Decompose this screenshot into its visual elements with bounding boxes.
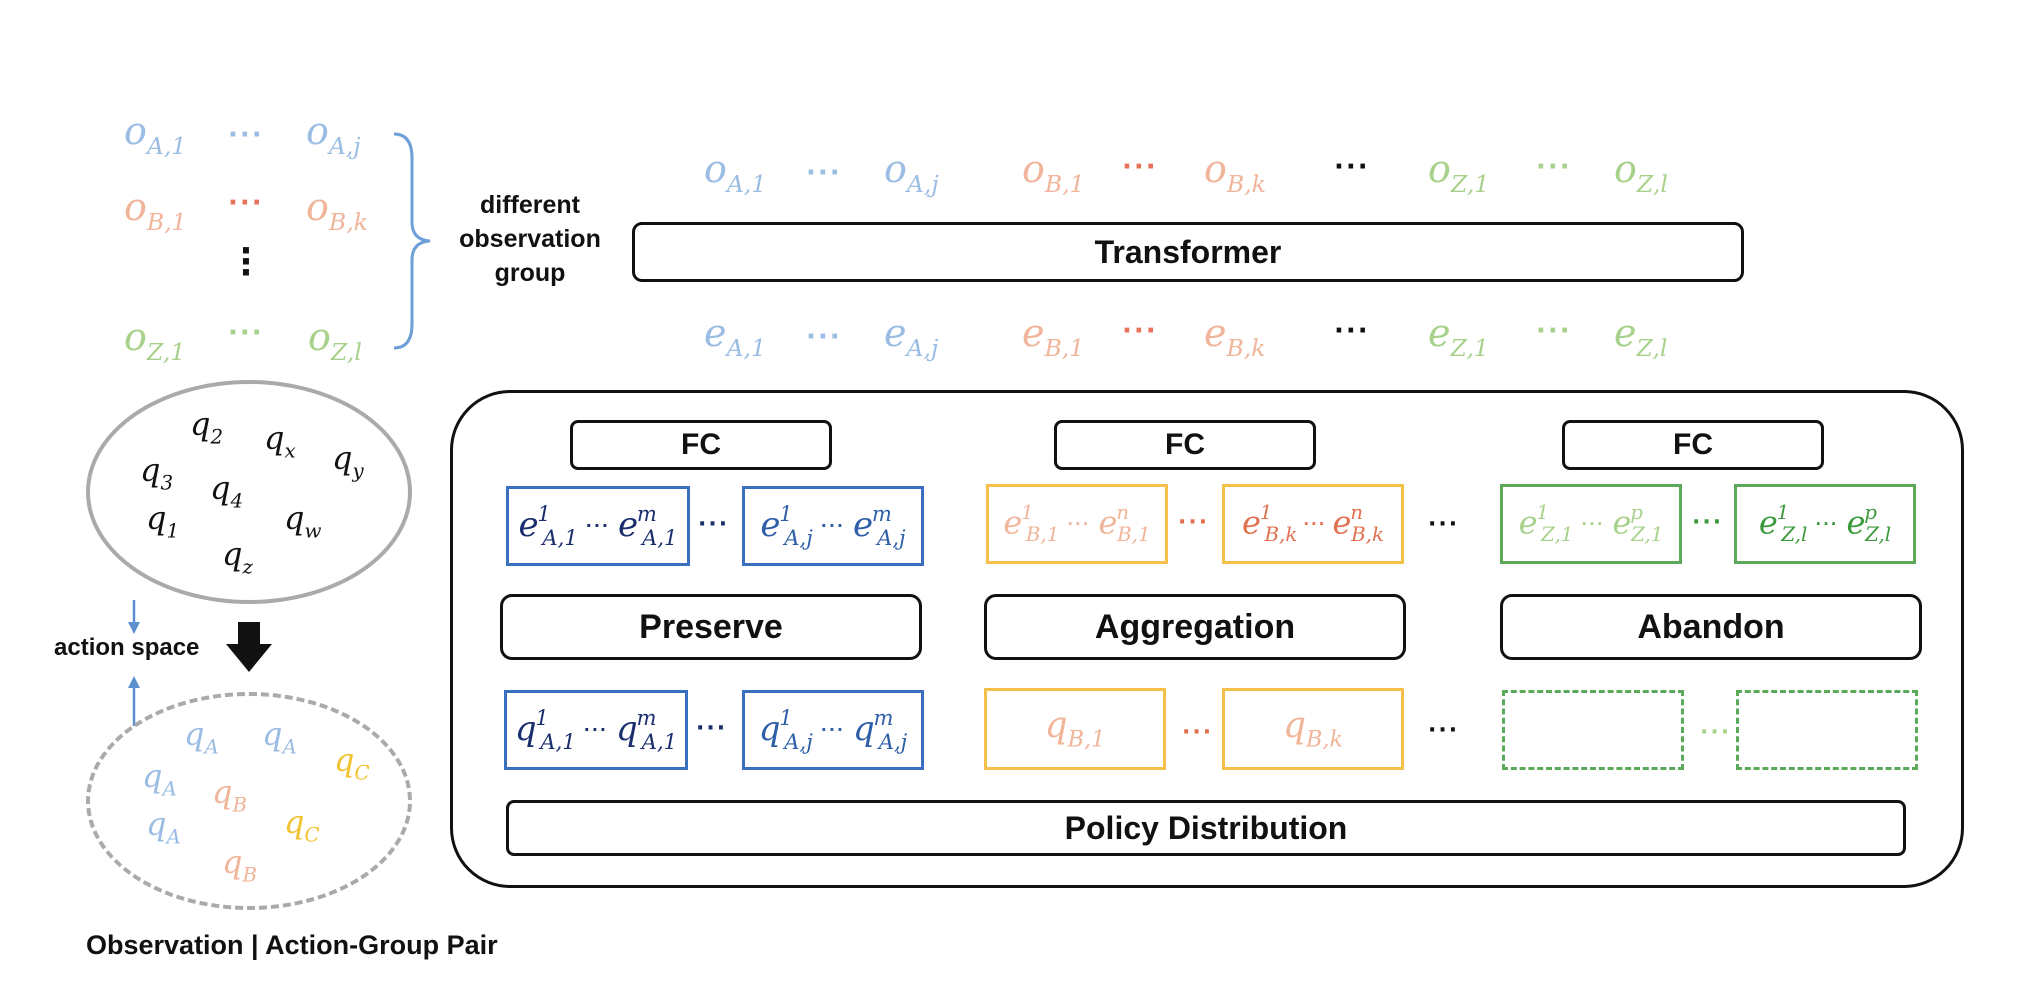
emb-A-last: eA,j: [884, 311, 939, 362]
fc-box-Z: FC: [1562, 420, 1824, 470]
abandon-box: Abandon: [1500, 594, 1922, 660]
emb-Z-last: eZ,l: [1614, 311, 1668, 362]
action-qz: qz: [222, 535, 253, 579]
output-box-Bk: qB,k: [1222, 688, 1404, 770]
left-obs-B-first: oB,1: [124, 185, 187, 236]
observation-group-brace: [393, 132, 431, 350]
group-qA-4: qA: [146, 805, 181, 849]
output-box-A1: q1A,1 ··· qmA,1: [504, 690, 688, 770]
feature-A-separator: ···: [698, 512, 730, 537]
action-space-ellipse: [86, 380, 412, 604]
action-qw: qw: [284, 499, 322, 543]
action-group-ellipse: [86, 692, 412, 910]
left-obs-A-first: oA,1: [124, 109, 187, 160]
feature-box-Z1: e1Z,1 ··· epZ,1: [1500, 484, 1682, 564]
left-obs-A-last: oA,j: [306, 109, 361, 160]
left-obs-Z-first: oZ,1: [124, 315, 186, 366]
left-obs-Z-last: oZ,l: [308, 315, 362, 366]
group-qA-2: qA: [262, 715, 297, 759]
top-obs-A-first: oA,1: [704, 147, 767, 198]
left-obs-B-ellipsis: ···: [228, 188, 264, 218]
feature-B-separator: ···: [1178, 510, 1210, 535]
feature-box-Zl: e1Z,l ··· epZ,l: [1734, 484, 1916, 564]
brace-label: different observation group: [459, 191, 601, 287]
top-obs-B-ellipsis: ···: [1122, 152, 1158, 182]
output-A-separator: ···: [696, 716, 728, 741]
output-B-separator: ···: [1182, 720, 1214, 745]
feature-box-Bk: e1B,k ··· enB,k: [1222, 484, 1404, 564]
processing-container: [450, 390, 1964, 888]
emb-B-first: eB,1: [1022, 311, 1085, 362]
action-qx: qx: [264, 419, 296, 463]
left-obs-A-ellipsis: ···: [228, 120, 264, 150]
top-obs-Z-first: oZ,1: [1428, 147, 1490, 198]
emb-group-ellipsis: ···: [1334, 316, 1370, 346]
action-q1: q1: [146, 499, 180, 543]
top-obs-B-last: oB,k: [1204, 147, 1266, 198]
output-Z-separator: ···: [1700, 720, 1732, 745]
fc-box-A: FC: [570, 420, 832, 470]
feature-box-Aj: e1A,j ··· emA,j: [742, 486, 924, 566]
group-qB-1: qB: [212, 773, 248, 817]
fc-box-B: FC: [1054, 420, 1316, 470]
emb-Z-ellipsis: ···: [1536, 316, 1572, 346]
output-box-B1: qB,1: [984, 688, 1166, 770]
emb-Z-first: eZ,1: [1428, 311, 1489, 362]
left-obs-Z-ellipsis: ···: [228, 318, 264, 348]
output-box-Zl-empty: [1736, 690, 1918, 770]
feature-Z-separator: ···: [1692, 510, 1724, 535]
group-qC-1: qC: [334, 741, 370, 785]
action-space-arrows: [128, 600, 140, 726]
emb-A-ellipsis: ···: [806, 322, 842, 352]
output-box-Z1-empty: [1502, 690, 1684, 770]
action-q3: q3: [140, 451, 174, 495]
aggregation-box: Aggregation: [984, 594, 1406, 660]
left-obs-B-last: oB,k: [306, 185, 368, 236]
group-qA-1: qA: [184, 715, 219, 759]
output-group-separator: ···: [1428, 718, 1460, 743]
feature-group-separator: ···: [1428, 512, 1460, 537]
output-box-Aj: q1A,j ··· qmA,j: [742, 690, 924, 770]
left-obs-vertical-ellipsis: ···: [239, 231, 253, 293]
transformer-box: Transformer: [632, 222, 1744, 282]
top-obs-Z-ellipsis: ···: [1536, 152, 1572, 182]
group-qA-3: qA: [142, 757, 177, 801]
emb-B-ellipsis: ···: [1122, 316, 1158, 346]
policy-distribution-box: Policy Distribution: [506, 800, 1906, 856]
top-obs-A-ellipsis: ···: [806, 158, 842, 188]
top-obs-group-ellipsis: ···: [1334, 152, 1370, 182]
preserve-box: Preserve: [500, 594, 922, 660]
action-space-label: action space: [54, 634, 200, 661]
emb-B-last: eB,k: [1204, 311, 1266, 362]
action-q4: q4: [210, 469, 244, 513]
top-obs-B-first: oB,1: [1022, 147, 1085, 198]
feature-box-B1: e1B,1 ··· enB,1: [986, 484, 1168, 564]
feature-box-A1: e1A,1 ··· emA,1: [506, 486, 690, 566]
action-q2: q2: [190, 405, 224, 449]
top-obs-A-last: oA,j: [884, 147, 939, 198]
group-qB-2: qB: [222, 843, 258, 887]
emb-A-first: eA,1: [704, 311, 766, 362]
group-qC-2: qC: [284, 803, 320, 847]
top-obs-Z-last: oZ,l: [1614, 147, 1668, 198]
action-qy: qy: [332, 439, 364, 483]
figure-caption: Observation | Action-Group Pair: [86, 930, 498, 960]
down-arrow-icon: [226, 622, 272, 672]
